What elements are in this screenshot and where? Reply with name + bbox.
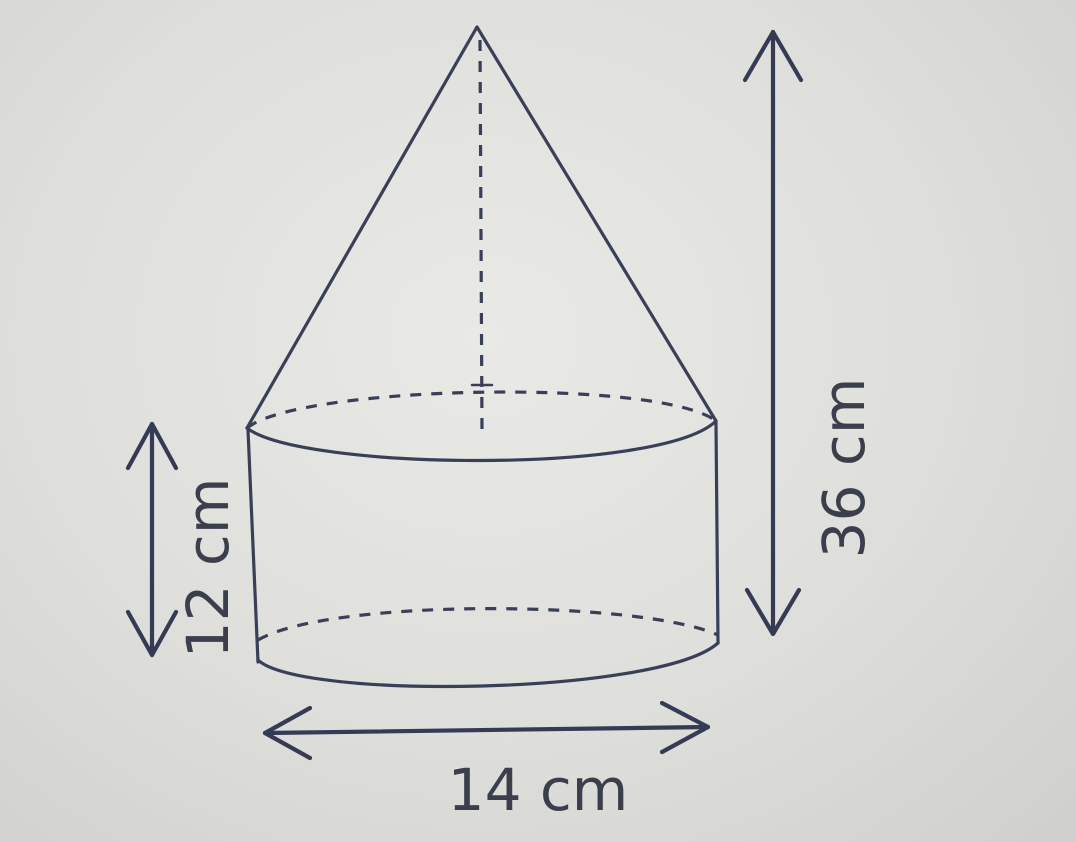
diameter-label: 14 cm	[448, 756, 629, 824]
top-ellipse-front	[245, 419, 718, 463]
cone-right-slant-edge	[475, 25, 718, 423]
cone-left-slant-edge	[245, 25, 479, 430]
cylinder-left-side	[246, 428, 260, 664]
cylinder-height-arrow	[125, 421, 179, 658]
bottom-ellipse-back-dashed	[257, 607, 719, 642]
diameter-arrow	[262, 700, 711, 761]
total-height-label: 36 cm	[810, 378, 878, 559]
cylinder-height-label: 12 cm	[174, 478, 242, 659]
top-ellipse-back-dashed	[245, 390, 717, 430]
cone-height-dashed-line	[478, 39, 484, 433]
bottom-ellipse-front	[256, 641, 720, 689]
total-height-arrow	[742, 29, 804, 637]
cylinder-right-side	[714, 421, 720, 645]
